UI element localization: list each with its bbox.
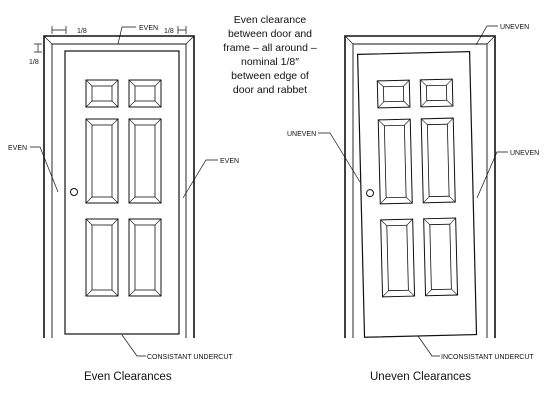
left-door-slab (64, 50, 180, 335)
right-top-label: UNEVEN (500, 24, 529, 31)
right-door-knob (366, 189, 375, 198)
left-frame (43, 35, 195, 338)
left-door-assembly: 1/8 1/8 1/8 EVEN EVEN EVEN CONSISTANT UN… (8, 25, 239, 383)
left-right-label: EVEN (220, 158, 239, 165)
left-door-panels (85, 79, 162, 297)
note-line-2: between door and (228, 28, 312, 40)
left-dim-right: 1/8 (164, 28, 174, 35)
right-right-label: UNEVEN (510, 150, 539, 157)
left-caption: Even Clearances (84, 371, 172, 383)
left-bottom-label: CONSISTANT UNDERCUT (147, 354, 233, 361)
left-left-label: EVEN (8, 145, 27, 152)
right-door-assembly: UNEVEN UNEVEN UNEVEN INCONSISTANT UNDERC… (287, 24, 539, 383)
note-line-1: Even clearance (234, 14, 307, 26)
right-bottom-label: INCONSISTANT UNDERCUT (441, 354, 534, 361)
left-dim-vertical: 1/8 (29, 59, 39, 66)
right-door-slab (357, 51, 478, 338)
right-frame-inner (352, 43, 488, 338)
right-caption: Uneven Clearances (370, 371, 471, 383)
right-door-slab-group (357, 51, 478, 338)
right-door-panels (376, 78, 459, 298)
note-line-5: between edge of (231, 70, 309, 82)
note-line-3: frame – all around – (223, 42, 317, 54)
right-frame (344, 35, 496, 338)
left-dimension-marks (34, 26, 187, 53)
note-line-6: door and rabbet (233, 84, 307, 96)
note-line-4: nominal 1/8″ (241, 56, 299, 68)
clearance-note: Even clearance between door and frame – … (223, 14, 317, 96)
left-top-label: EVEN (139, 25, 158, 32)
left-dim-left: 1/8 (77, 28, 87, 35)
right-left-label: UNEVEN (287, 131, 316, 138)
left-frame-inner (51, 43, 187, 338)
left-door-knob (70, 188, 78, 196)
